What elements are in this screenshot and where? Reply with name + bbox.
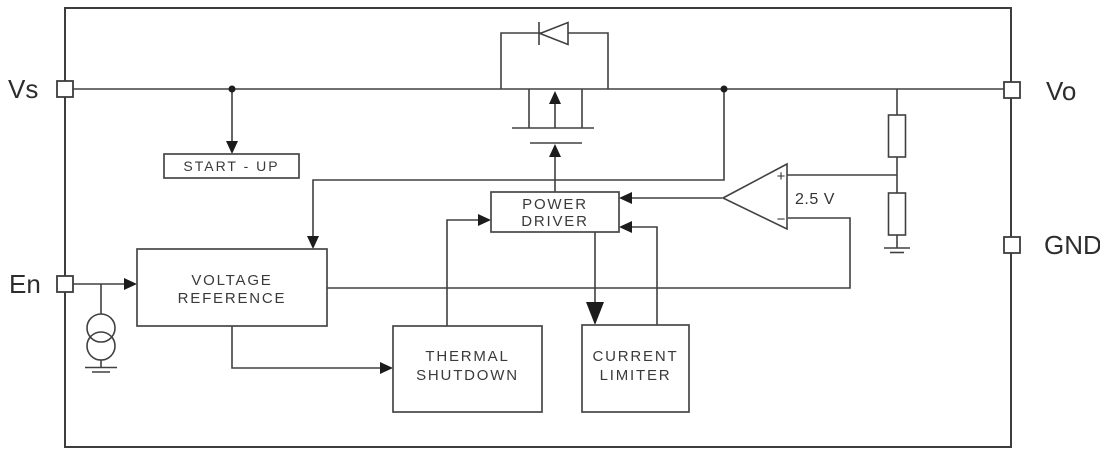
error-amplifier: + − 2.5 V	[619, 162, 835, 231]
arrowhead-up-icon	[549, 91, 561, 104]
voltage-reference-block: VOLTAGE REFERENCE	[136, 248, 328, 327]
arrowhead-up-icon	[549, 144, 561, 157]
current-limiter-label-line1: CURRENT	[593, 348, 679, 365]
amplifier-minus-input: −	[777, 211, 786, 228]
limiter-to-driver-wire	[619, 221, 658, 325]
pin-gnd-label: GND	[1044, 230, 1100, 260]
resistor-bottom	[887, 192, 907, 236]
thermal-shutdown-label-line1: THERMAL	[425, 348, 509, 365]
pin-en-label: En	[9, 269, 41, 299]
pass-transistor	[512, 89, 594, 144]
arrowhead-left-icon	[619, 221, 632, 233]
gate-drive-wire	[549, 144, 561, 192]
ground-icon	[85, 366, 117, 373]
current-source-circle	[86, 331, 116, 361]
amplifier-plus-input: +	[777, 168, 786, 185]
reference-to-thermal-wire	[231, 326, 393, 374]
ground-icon	[884, 247, 910, 254]
amplifier-triangle-icon	[721, 162, 788, 231]
arrowhead-down-icon	[307, 236, 319, 249]
reference-output-wire	[327, 217, 851, 289]
current-limiter-block: CURRENT LIMITER	[581, 324, 690, 413]
pin-vo	[1003, 81, 1021, 99]
pin-gnd	[1003, 236, 1021, 254]
arrowhead-right-icon	[380, 362, 393, 374]
power-driver-label-line1: POWER	[522, 196, 588, 213]
chip-boundary	[64, 7, 1012, 448]
pin-vs-label: Vs	[8, 74, 38, 104]
power-driver-block: POWER DRIVER	[490, 191, 620, 233]
junction-dot	[720, 85, 728, 93]
output-feedback-wire	[307, 89, 725, 249]
thermal-shutdown-block: THERMAL SHUTDOWN	[392, 325, 543, 413]
startup-wire	[226, 89, 238, 154]
driver-to-limiter-wire	[586, 232, 604, 325]
thermal-to-driver-wire	[446, 214, 491, 326]
junction-dot	[228, 85, 236, 93]
pin-vs	[56, 80, 74, 98]
arrowhead-down-icon	[586, 302, 604, 325]
pin-vo-label: Vo	[1046, 76, 1076, 106]
power-driver-label-line2: DRIVER	[521, 213, 588, 230]
enable-wire	[73, 278, 137, 290]
current-source-circle	[86, 313, 116, 343]
current-limiter-label-line2: LIMITER	[600, 367, 672, 384]
arrowhead-right-icon	[124, 278, 137, 290]
startup-block: START - UP	[163, 153, 300, 179]
body-diode	[500, 21, 609, 89]
resistor-top	[887, 114, 907, 158]
voltage-reference-label-line2: REFERENCE	[178, 290, 287, 307]
voltage-reference-label-line1: VOLTAGE	[191, 272, 272, 289]
feedback-divider	[884, 89, 910, 254]
diode-triangle-icon	[537, 21, 569, 46]
current-source	[85, 284, 117, 373]
arrowhead-right-icon	[478, 214, 491, 226]
startup-block-label: START - UP	[183, 158, 279, 174]
reference-voltage-label: 2.5 V	[795, 191, 835, 208]
thermal-shutdown-label-line2: SHUTDOWN	[416, 367, 519, 384]
arrowhead-left-icon	[619, 192, 632, 204]
pin-en	[56, 275, 74, 293]
arrowhead-down-icon	[226, 141, 238, 154]
